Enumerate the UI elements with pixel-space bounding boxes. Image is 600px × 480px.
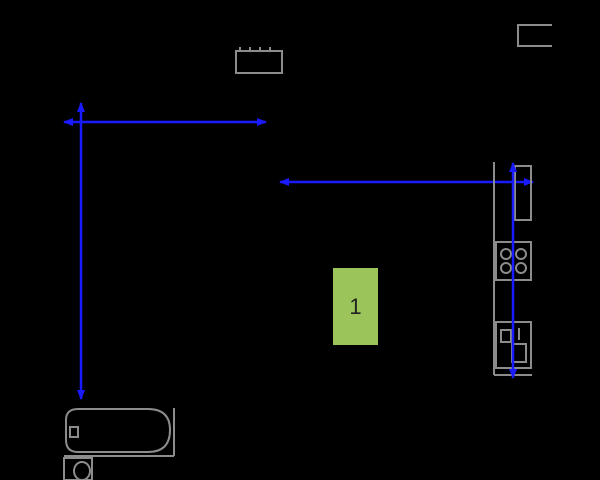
room-label: 1 xyxy=(349,294,361,319)
window-icon xyxy=(517,24,552,47)
toilet-icon xyxy=(63,457,93,480)
bathtub-icon xyxy=(64,408,175,457)
room-marker xyxy=(333,268,378,345)
radiator-icon xyxy=(235,47,283,74)
